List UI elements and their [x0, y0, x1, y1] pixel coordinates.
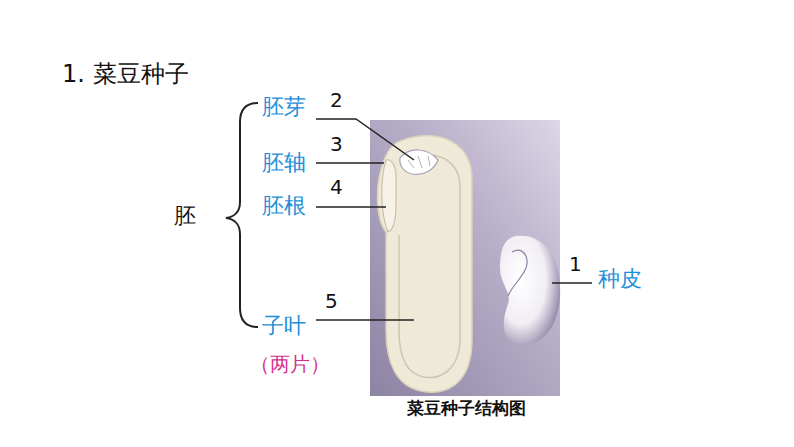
- callout-number: 2: [330, 88, 343, 112]
- seed-hilum: [508, 250, 527, 296]
- leader-line: [316, 206, 386, 208]
- part-name: 种皮: [598, 266, 642, 292]
- brace: [226, 103, 258, 327]
- leader-line: [316, 119, 414, 160]
- group-name: 胚: [174, 203, 196, 228]
- figure-caption: 菜豆种子结构图: [407, 398, 526, 418]
- cotyledon: [377, 136, 472, 393]
- group-name: 胚: [174, 203, 196, 229]
- part-name: 胚轴: [262, 150, 306, 175]
- callout-number: 2: [330, 88, 343, 112]
- cotyledon-edge: [399, 154, 460, 377]
- callout-number: 4: [330, 175, 343, 199]
- note: （两片）: [250, 352, 330, 376]
- callout-number: 4: [330, 175, 343, 199]
- callout-number: 1: [569, 252, 582, 276]
- photo-ground: [370, 120, 560, 396]
- radicle: [382, 160, 396, 232]
- callout-number: 5: [325, 289, 338, 313]
- callout-number: 1: [569, 252, 582, 276]
- figure-caption: 菜豆种子结构图: [407, 398, 526, 418]
- part-name: 胚根: [262, 193, 306, 218]
- note: （两片）: [250, 352, 330, 376]
- part-name: 胚根: [262, 193, 306, 219]
- leader-line: [316, 319, 414, 321]
- part-name: 种皮: [598, 266, 642, 291]
- part-name: 胚芽: [262, 94, 306, 120]
- slide-title: 1. 菜豆种子: [62, 60, 189, 89]
- callout-number: 3: [330, 132, 343, 156]
- callout-number: 3: [330, 132, 343, 156]
- leader-line: [552, 282, 592, 284]
- part-name: 子叶: [262, 313, 306, 339]
- part-name: 胚轴: [262, 150, 306, 176]
- part-name: 胚芽: [262, 94, 306, 119]
- callout-number: 5: [325, 289, 338, 313]
- seed-coat: [500, 236, 560, 345]
- slide-title: 1. 菜豆种子: [62, 60, 189, 88]
- leader-line: [316, 162, 384, 164]
- part-name: 子叶: [262, 313, 306, 338]
